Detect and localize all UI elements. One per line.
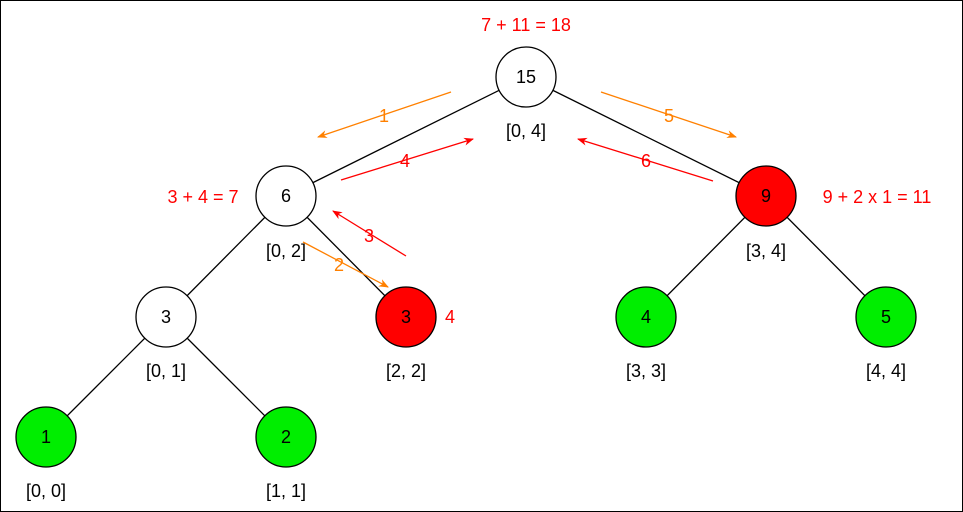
leaf-update-annotation: 4 xyxy=(445,307,455,327)
left-sum-annotation: 3 + 4 = 7 xyxy=(167,187,238,207)
tree-node-n22: 3 [2, 2] xyxy=(375,286,437,381)
node-range-label: [1, 1] xyxy=(266,481,306,501)
tree-node-n34: 9 [3, 4] xyxy=(735,165,797,261)
node-value: 6 xyxy=(281,186,291,206)
tree-node-n00: 1 [0, 0] xyxy=(15,406,77,501)
edge-n04-n02 xyxy=(285,76,527,197)
node-value: 3 xyxy=(161,307,171,327)
node-circle xyxy=(615,286,677,348)
edge-n04-n34 xyxy=(525,76,767,197)
node-range-label: [2, 2] xyxy=(386,361,426,381)
node-range-label: [4, 4] xyxy=(866,361,906,381)
step-arrow xyxy=(577,137,714,182)
node-range-label: [0, 1] xyxy=(146,361,186,381)
node-circle xyxy=(855,286,917,348)
tree-node-n11: 2 [1, 1] xyxy=(255,406,317,501)
node-circle xyxy=(255,406,317,468)
step-arrow xyxy=(332,210,407,257)
right-sum-annotation: 9 + 2 x 1 = 11 xyxy=(823,187,932,207)
node-value: 4 xyxy=(641,307,651,327)
node-value: 15 xyxy=(516,67,536,87)
tree-node-n02: 6 [0, 2] xyxy=(255,165,317,261)
node-value: 1 xyxy=(41,427,51,447)
node-range-label: [3, 4] xyxy=(746,241,786,261)
tree-node-n33: 4 [3, 3] xyxy=(615,286,677,381)
tree-node-n01: 3 [0, 1] xyxy=(135,286,197,381)
step-number: 2 xyxy=(334,255,344,275)
node-value: 3 xyxy=(401,307,411,327)
step-number: 5 xyxy=(664,106,674,126)
node-circle xyxy=(255,165,317,227)
tree-node-n44: 5 [4, 4] xyxy=(855,286,917,381)
node-value: 9 xyxy=(761,186,771,206)
node-range-label: [3, 3] xyxy=(626,361,666,381)
step-4: 4 xyxy=(340,137,474,181)
step-6: 6 xyxy=(577,137,714,182)
tree-nodes: 15[0, 4]6[0, 2]9[3, 4]3[0, 1]3[2, 2]4[3,… xyxy=(15,46,917,501)
node-circle xyxy=(135,286,197,348)
node-circle xyxy=(495,46,557,108)
node-value: 5 xyxy=(881,307,891,327)
step-number: 6 xyxy=(641,151,651,171)
node-circle xyxy=(735,165,797,227)
step-number: 1 xyxy=(379,106,389,126)
root-sum-annotation: 7 + 11 = 18 xyxy=(481,15,571,35)
step-arrow xyxy=(302,241,389,288)
step-number: 3 xyxy=(364,226,374,246)
step-2: 2 xyxy=(302,241,389,288)
node-circle xyxy=(15,406,77,468)
node-range-label: [0, 4] xyxy=(506,121,546,141)
tree-node-n04: 15 [0, 4] xyxy=(495,46,557,141)
step-3: 3 xyxy=(332,210,407,257)
step-1: 1 xyxy=(317,91,452,138)
node-circle xyxy=(375,286,437,348)
step-number: 4 xyxy=(400,151,410,171)
step-arrow xyxy=(317,91,452,138)
annotations: 7 + 11 = 18 3 + 4 = 7 9 + 2 x 1 = 11 4 xyxy=(167,15,931,327)
node-range-label: [0, 0] xyxy=(26,481,66,501)
node-range-label: [0, 2] xyxy=(266,241,306,261)
step-arrow xyxy=(340,137,474,181)
step-5: 5 xyxy=(600,91,737,138)
node-value: 2 xyxy=(281,427,291,447)
step-arrow xyxy=(600,91,737,138)
